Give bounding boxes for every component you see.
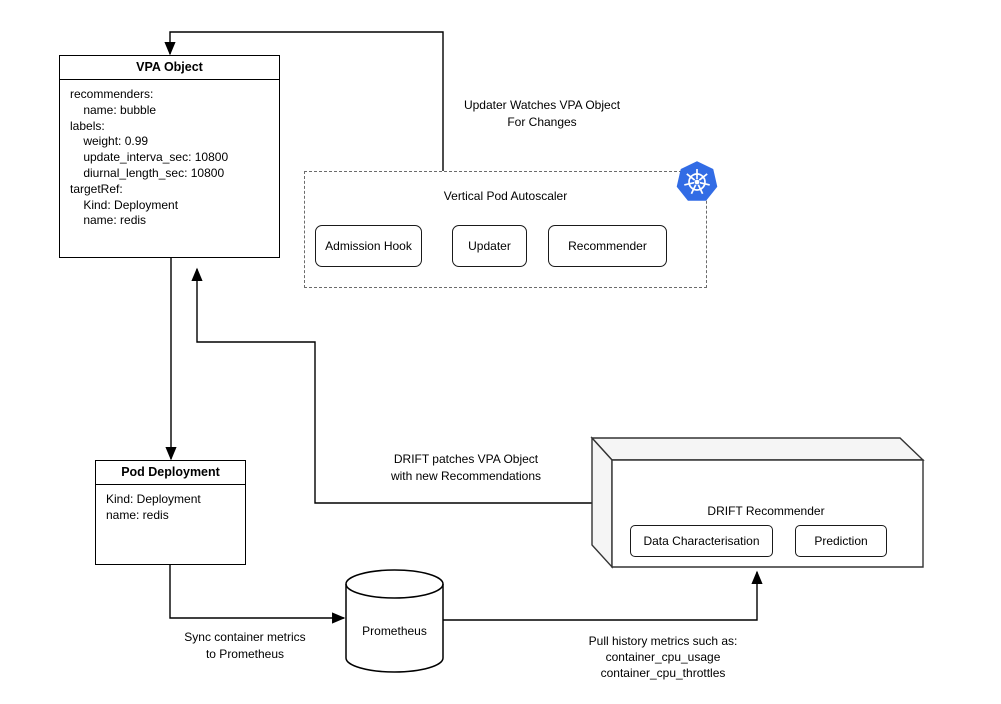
updater-box: Updater [452,225,527,267]
recommender-box: Recommender [548,225,667,267]
connector-prometheus-to-drift [443,570,763,621]
note-sync-metrics: Sync container metrics to Prometheus [184,630,306,661]
prometheus-cylinder [345,569,444,673]
connector-drift-to-vpa [191,267,592,504]
drift-recommender-title: DRIFT Recommender [707,504,825,518]
vpa-group-title: Vertical Pod Autoscaler [443,189,568,203]
pod-deployment-spec: Kind: Deployment name: redis [106,492,201,522]
admission-hook-box: Admission Hook [315,225,422,267]
vpa-object-box: VPA Object recommenders: name: bubble la… [59,55,280,258]
vpa-object-spec: recommenders: name: bubble labels: weigh… [70,87,229,228]
pod-deployment-box: Pod Deployment Kind: Deployment name: re… [95,460,246,565]
note-drift-patches: DRIFT patches VPA Object with new Recomm… [390,452,542,483]
cube-top-face [590,437,925,461]
prediction-box: Prediction [795,525,887,557]
vertical-pod-autoscaler-group: Vertical Pod Autoscaler [304,171,707,288]
note-pull-history: Pull history metrics such as: container_… [588,634,738,681]
pod-deployment-title: Pod Deployment [96,461,245,485]
kubernetes-icon [676,161,718,201]
data-characterisation-label: Data Characterisation [643,534,760,548]
prometheus-label: Prometheus [362,624,427,638]
vpa-object-title: VPA Object [60,56,279,80]
connector-updater-watches-vpa [164,31,444,171]
note-updater-watches: Updater Watches VPA Object For Changes [463,98,621,129]
data-characterisation-box: Data Characterisation [630,525,773,557]
prediction-label: Prediction [814,534,868,548]
recommender-label: Recommender [568,239,647,253]
admission-hook-label: Admission Hook [325,239,412,253]
updater-label: Updater [468,239,511,253]
connector-pod-to-prometheus [169,565,346,624]
cube-left-face [591,436,613,569]
